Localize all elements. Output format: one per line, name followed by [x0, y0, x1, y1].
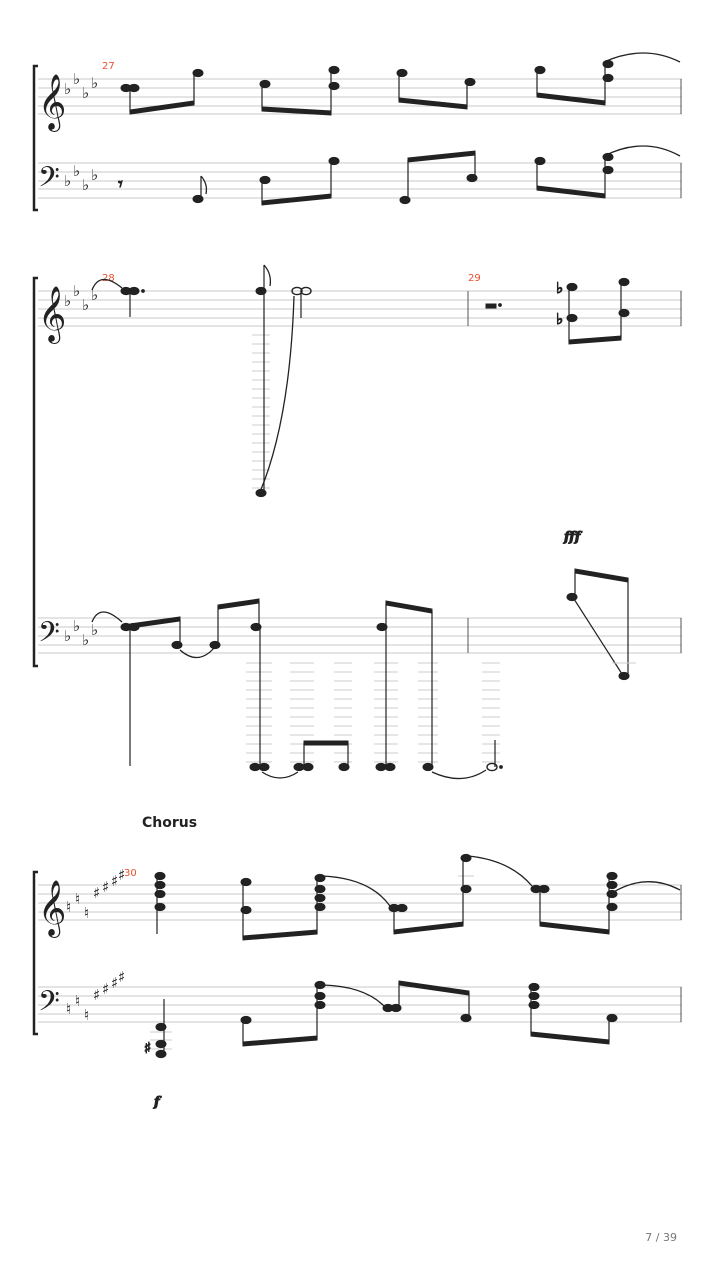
section-label: Chorus: [142, 815, 197, 831]
bass-staff-3: [38, 986, 682, 1023]
svg-text:♯: ♯: [118, 866, 125, 884]
bass-clef-icon: 𝄢: [38, 616, 60, 656]
notes-treble-m29: ♭ ♭ fff: [485, 277, 630, 546]
measure-number: 30: [124, 868, 137, 879]
key-signature-sharps: ♮ ♮ ♮ ♯ ♯ ♯ ♯: [66, 968, 125, 1024]
svg-text:♯: ♯: [144, 1039, 151, 1057]
notes-bass-m29: [566, 568, 636, 681]
dynamic-marking: fff: [563, 530, 583, 545]
treble-clef-icon: 𝄞: [38, 880, 66, 938]
svg-text:♮: ♮: [75, 890, 80, 908]
svg-text:♮: ♮: [66, 898, 71, 916]
svg-text:♯: ♯: [102, 878, 109, 896]
svg-text:♯: ♯: [93, 986, 100, 1004]
notes-treble-m30: [154, 853, 681, 941]
svg-text:♭: ♭: [556, 279, 563, 297]
system-3: Chorus 𝄞 ♮ ♮ ♮ ♯ ♯ ♯ ♯ 30 𝄢 ♮ ♮ ♮: [32, 815, 682, 1111]
notes-bass-m27: 𝄾: [118, 145, 681, 206]
notes-treble-m28: [91, 264, 312, 498]
treble-staff-3: [38, 884, 682, 921]
dynamic-marking: f: [153, 1095, 162, 1110]
system-1: 𝄞 27 𝄢: [32, 52, 682, 212]
svg-text:♭: ♭: [556, 310, 563, 328]
svg-text:♯: ♯: [111, 872, 118, 890]
key-signature-sharps: ♮ ♮ ♮ ♯ ♯ ♯ ♯: [66, 866, 125, 922]
treble-clef-icon: 𝄞: [38, 74, 66, 132]
measure-number: 27: [102, 61, 115, 72]
svg-text:𝄾: 𝄾: [118, 174, 123, 195]
bass-staff-2: [38, 617, 682, 654]
svg-text:♯: ♯: [118, 968, 125, 986]
treble-clef-icon: 𝄞: [38, 286, 66, 344]
treble-staff-2: [38, 290, 682, 327]
svg-text:♮: ♮: [84, 904, 89, 922]
measure-number: 28: [102, 273, 115, 284]
key-signature-flats: [64, 617, 99, 649]
notes-treble-m27: [120, 52, 681, 116]
svg-text:♯: ♯: [111, 974, 118, 992]
notes-bass-m28: [91, 598, 503, 780]
svg-text:♮: ♮: [66, 1000, 71, 1018]
svg-text:♮: ♮: [75, 992, 80, 1010]
bass-clef-icon: 𝄢: [38, 985, 60, 1025]
measure-number: 29: [468, 273, 481, 284]
svg-text:♯: ♯: [102, 980, 109, 998]
bass-staff-1: [38, 162, 682, 199]
treble-staff-1: [38, 78, 682, 115]
bass-clef-icon: 𝄢: [38, 161, 60, 201]
svg-text:♮: ♮: [84, 1006, 89, 1024]
svg-text:♯: ♯: [93, 884, 100, 902]
page-number: 7 / 39: [645, 1231, 677, 1244]
system-2: 𝄞 28 29 𝄢: [32, 264, 682, 780]
notes-bass-m30: ♯ f: [144, 980, 618, 1111]
